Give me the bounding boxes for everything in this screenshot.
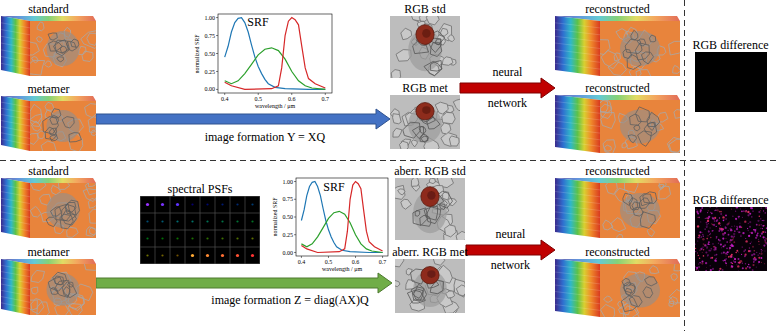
axis-tick-label: 0.25: [205, 69, 216, 75]
image-panel: RGB met: [390, 81, 460, 149]
image-panel: RGB difference: [692, 193, 769, 271]
rgba-image: [395, 259, 465, 313]
panel-heading: metamer: [28, 82, 70, 96]
image-panel: RGB difference: [692, 38, 769, 112]
plot-title: SRF: [323, 181, 344, 193]
image-panel: metamer: [1, 82, 96, 151]
edge-label: neural network: [491, 219, 530, 281]
axis-tick-label: 0.5: [325, 259, 333, 265]
rgba-image: [395, 178, 465, 240]
panel-heading: reconstructed: [585, 164, 650, 178]
cube-image: [1, 178, 96, 238]
edge-label: image formation Y = XQ: [205, 131, 326, 143]
plot-title: SRF: [247, 16, 268, 28]
cube-image: [1, 259, 96, 315]
image-panel: reconstructed: [555, 2, 680, 76]
srf-curve: [301, 182, 382, 253]
axis-tick-label: 0.4: [298, 259, 306, 265]
panel-heading: aberr. RGB met: [392, 245, 468, 259]
image-panel: spectral PSFs: [140, 182, 260, 264]
image-panel: metamer: [1, 245, 96, 315]
dashed-separator: [684, 0, 685, 331]
axis-label: normalized SRF: [272, 197, 278, 236]
srf-curve: [225, 48, 326, 90]
cubew-image: [555, 95, 680, 153]
arrow-connector: [466, 240, 555, 260]
image-panel: aberr. RGB met: [392, 245, 468, 313]
axis-tick-label: 0.5: [255, 96, 263, 102]
panel-heading: standard: [28, 164, 69, 178]
srf-curve: [301, 211, 382, 252]
panel-heading: reconstructed: [585, 81, 650, 95]
panel-heading: aberr. RGB std: [394, 164, 466, 178]
edge-label: image formation Z = diag(AX)Q: [211, 294, 368, 306]
axis-label: wavelength / μm: [322, 266, 362, 272]
cubew-image: [555, 16, 680, 76]
panel-heading: metamer: [28, 245, 70, 259]
cubew-image: [555, 178, 680, 238]
axis-tick-label: 0.75: [205, 33, 216, 39]
black-image: [695, 52, 767, 112]
axis-tick-label: 0.4: [221, 96, 229, 102]
image-panel: standard: [1, 2, 96, 76]
panel-heading: reconstructed: [585, 2, 650, 16]
axis-label: wavelength / μm: [255, 103, 295, 109]
axis-tick-label: 0.6: [352, 259, 360, 265]
image-panel: reconstructed: [555, 81, 680, 153]
image-panel: reconstructed: [555, 164, 680, 238]
axis-tick-label: 1.00: [205, 15, 216, 21]
srf-curve: [225, 18, 326, 90]
cube-image: [1, 96, 96, 151]
cube-image: [1, 16, 96, 76]
panel-heading: RGB difference: [692, 38, 768, 52]
axis-label: normalized SRF: [194, 34, 200, 73]
arrow-connector: [96, 109, 390, 129]
axis-tick-label: 0.6: [288, 96, 296, 102]
panel-heading: RGB difference: [692, 193, 768, 207]
image-panel: standard: [1, 164, 96, 238]
plot-axes: [296, 178, 388, 256]
srf-curve: [301, 182, 382, 253]
image-panel: reconstructed: [555, 245, 680, 317]
axis-tick-label: 0.7: [322, 96, 330, 102]
speckle-image: [695, 207, 767, 271]
srf-curve: [225, 18, 326, 90]
axis-tick-label: 0.7: [379, 259, 387, 265]
arrow-connector: [460, 78, 555, 98]
psf-image: [140, 196, 260, 264]
axis-tick-label: 0.50: [205, 51, 216, 57]
axis-tick-label: 0.00: [283, 250, 294, 256]
plot-axes: [218, 14, 332, 93]
image-panel: RGB std: [390, 2, 460, 78]
arrow-connector: [96, 273, 392, 293]
axis-tick-label: 0.25: [283, 232, 294, 238]
axis-tick-label: 0.00: [205, 86, 216, 92]
panel-heading: RGB met: [402, 81, 448, 95]
axis-tick-label: 1.00: [283, 179, 294, 185]
axis-tick-label: 0.75: [283, 196, 294, 202]
dashed-separator: [0, 160, 777, 161]
rgb-image: [390, 95, 460, 149]
cubew-image: [555, 259, 680, 317]
panel-heading: spectral PSFs: [167, 182, 232, 196]
rgb-image: [390, 16, 460, 78]
panel-heading: reconstructed: [585, 245, 650, 259]
edge-label: neural network: [488, 57, 527, 119]
panel-heading: RGB std: [404, 2, 446, 16]
panel-heading: standard: [28, 2, 69, 16]
axis-tick-label: 0.50: [283, 214, 294, 220]
image-panel: aberr. RGB std: [394, 164, 466, 240]
